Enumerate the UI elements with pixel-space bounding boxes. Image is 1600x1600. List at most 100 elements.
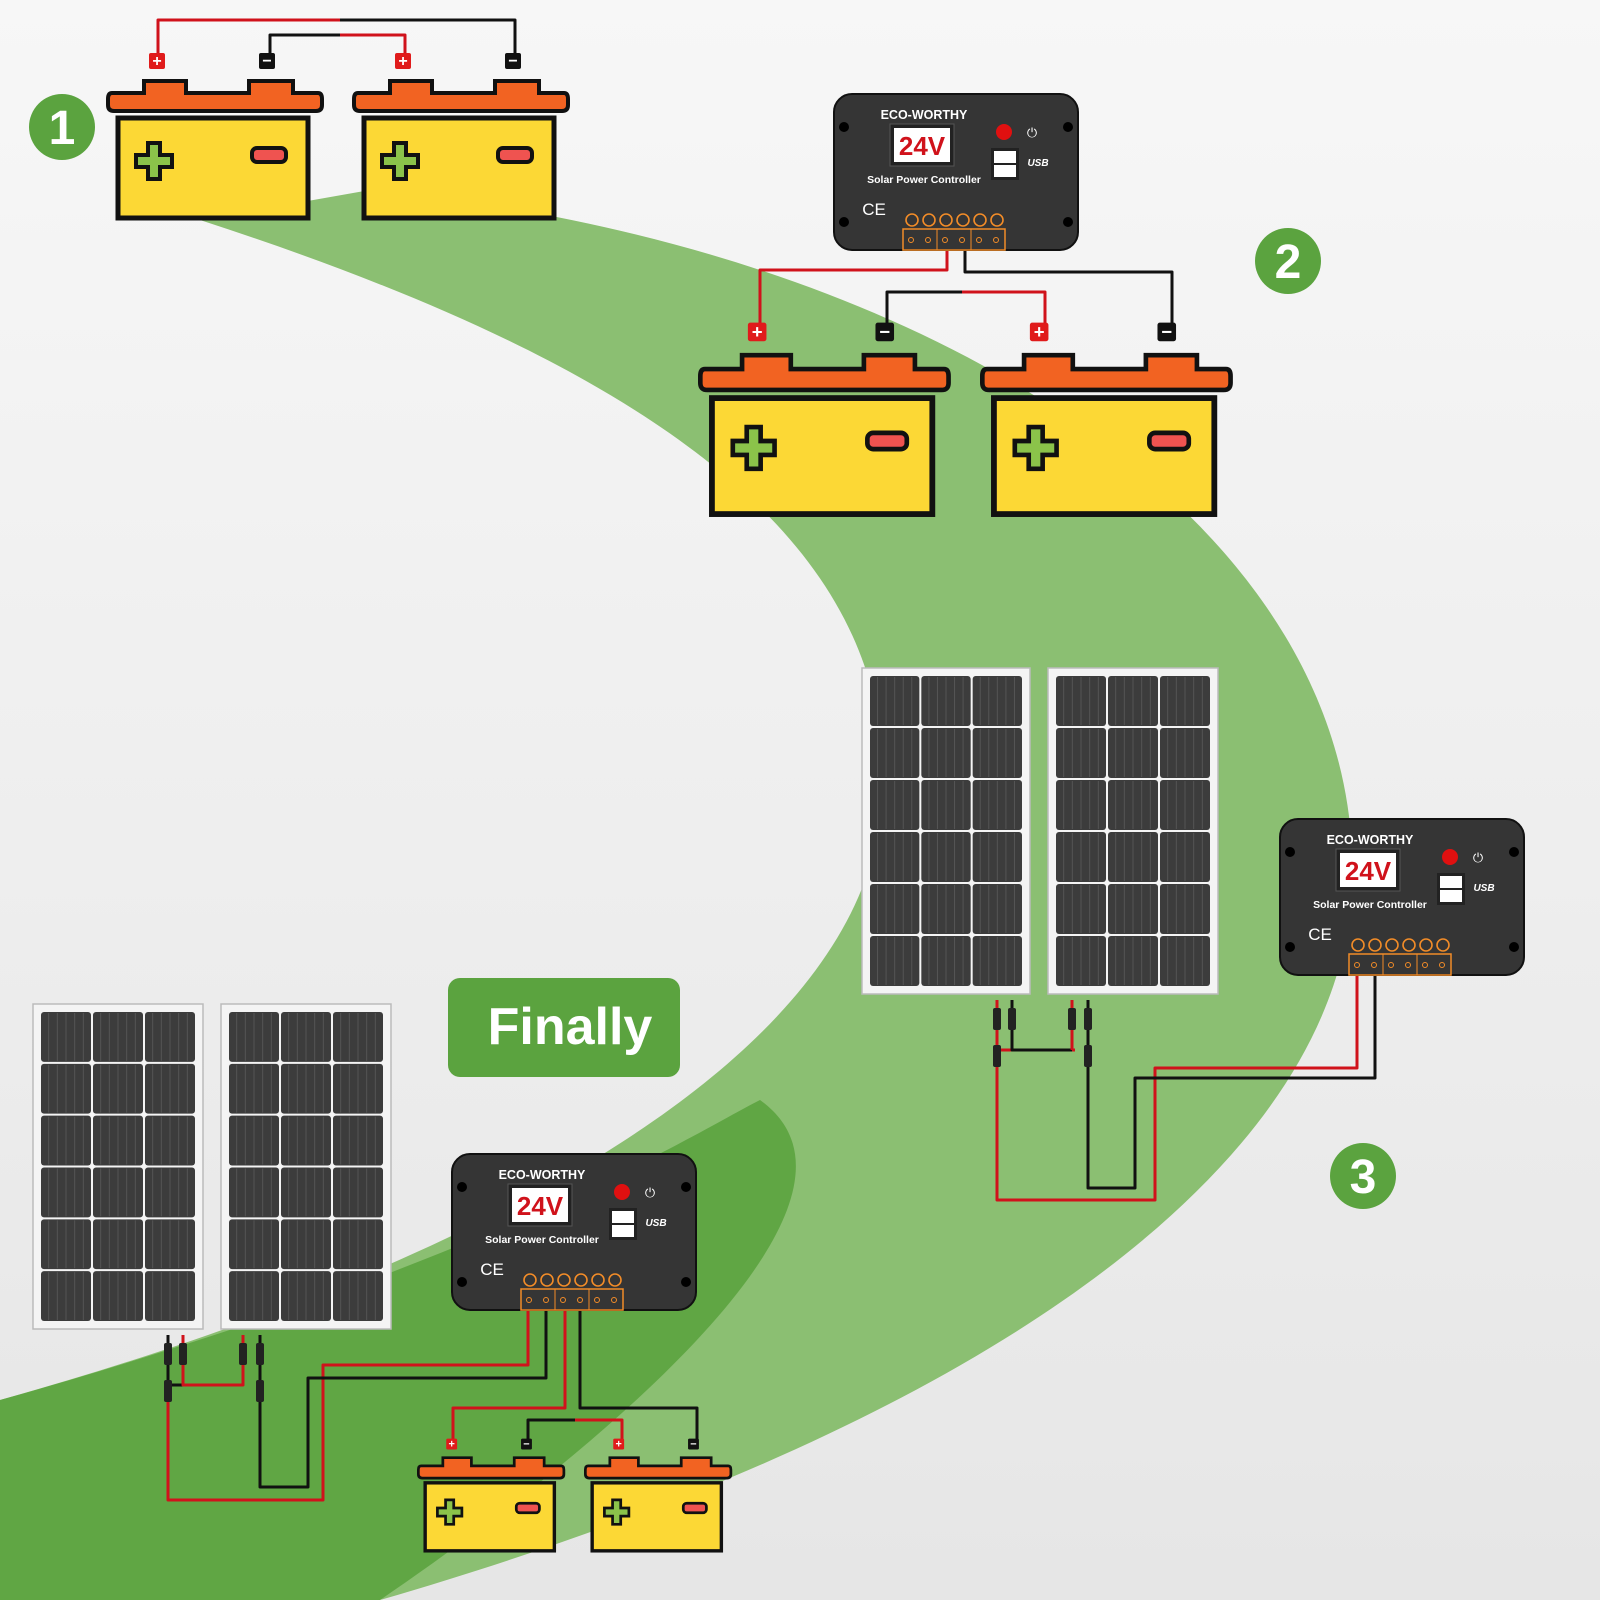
positive-terminal-icon	[905, 213, 919, 227]
badge-circle	[1330, 1143, 1396, 1209]
terminal-screw	[993, 237, 999, 243]
mount-hole	[681, 1277, 691, 1287]
power-icon: ⏻	[645, 1186, 655, 1201]
battery-lid	[584, 1456, 733, 1480]
connector-body	[993, 1008, 1001, 1030]
positive-terminal-tag: +	[446, 1438, 458, 1450]
usb-label: USB	[1027, 158, 1048, 169]
negative-terminal-tag: −	[1157, 321, 1177, 342]
positive-terminal-tag: +	[747, 321, 767, 342]
wire-negative	[578, 1308, 699, 1445]
connector-body	[256, 1380, 264, 1402]
wire-negative	[526, 1418, 575, 1445]
mc4-connector	[993, 1045, 1001, 1067]
wire-negative	[340, 18, 517, 60]
terminal-block	[520, 1288, 624, 1311]
mount-hole	[1509, 942, 1519, 952]
positive-terminal-tag: +	[613, 1438, 625, 1450]
wire-positive	[962, 290, 1047, 335]
negative-terminal-tag: −	[688, 1438, 699, 1450]
minus-icon	[865, 430, 910, 452]
terminal-screw	[1405, 962, 1411, 968]
connector-body	[164, 1343, 172, 1365]
finally-label-box: Finally	[448, 978, 680, 1077]
connector-body	[256, 1343, 264, 1365]
negative-terminal-icon	[1368, 938, 1382, 952]
badge-circle	[1255, 228, 1321, 294]
terminal-screw	[611, 1297, 617, 1303]
positive-terminal-tag: +	[395, 53, 411, 70]
wire-negative	[258, 1308, 548, 1489]
display-screen	[512, 1188, 568, 1222]
positive-tag-bg	[613, 1438, 625, 1450]
connector-body	[1084, 1045, 1092, 1067]
battery-lid	[352, 79, 570, 113]
positive-terminal-icon	[1385, 938, 1399, 952]
negative-terminal-icon	[540, 1273, 554, 1287]
negative-tag-bg	[875, 322, 895, 342]
wire-negative	[885, 290, 962, 335]
ce-mark: CE	[1308, 925, 1332, 944]
step-number: 2	[1275, 236, 1302, 289]
positive-tag-bg	[1029, 322, 1049, 342]
mc4-connector	[1068, 1008, 1076, 1030]
mount-hole	[839, 217, 849, 227]
positive-tag-bg	[395, 53, 411, 69]
positive-label: +	[616, 1438, 622, 1450]
solar-panel	[1047, 667, 1219, 995]
green-arc-band	[0, 190, 1353, 1600]
positive-terminal-icon	[1419, 938, 1433, 952]
negative-tag-bg	[1157, 322, 1177, 342]
mc4-connector	[256, 1343, 264, 1365]
positive-terminal-icon	[1351, 938, 1365, 952]
solar-panel	[32, 1003, 204, 1330]
terminal-block	[1348, 953, 1452, 976]
mount-hole	[1063, 217, 1073, 227]
mc4-connector	[1084, 1008, 1092, 1030]
battery-lid	[698, 352, 951, 393]
connector-body	[1008, 1008, 1016, 1030]
wire-positive	[156, 18, 340, 60]
status-led	[996, 124, 1012, 140]
badge-circle	[29, 94, 95, 160]
negative-terminal-icon	[956, 213, 970, 227]
battery-lid	[417, 1456, 566, 1480]
connector-body	[1084, 1008, 1092, 1030]
negative-terminal-icon	[608, 1273, 622, 1287]
display-screen	[894, 128, 950, 162]
mc4-connector	[256, 1380, 264, 1402]
mount-hole	[681, 1182, 691, 1192]
battery-body	[361, 115, 557, 221]
connector-body	[164, 1380, 172, 1402]
plus-icon	[436, 1498, 464, 1526]
positive-terminal-tag: +	[149, 53, 165, 70]
mc4-connector	[179, 1343, 187, 1365]
wire-positive	[166, 1308, 530, 1502]
negative-tag-bg	[505, 53, 521, 69]
terminal-screw	[959, 237, 965, 243]
minus-icon	[250, 146, 288, 164]
connector-body	[239, 1343, 247, 1365]
usb-port	[1440, 890, 1462, 902]
negative-terminal-icon	[574, 1273, 588, 1287]
positive-terminal-icon	[523, 1273, 537, 1287]
wire-positive	[995, 975, 1359, 1202]
negative-tag-bg	[688, 1438, 699, 1450]
finally-box-bg	[448, 978, 680, 1077]
terminal-screw	[1371, 962, 1377, 968]
voltage-display: 24V	[899, 131, 946, 161]
terminal-screw	[942, 237, 948, 243]
brand-label: ECO-WORTHY	[1327, 833, 1414, 847]
power-icon: ⏻	[1473, 851, 1483, 866]
negative-label: −	[879, 321, 890, 342]
positive-label: +	[152, 53, 161, 70]
minus-icon	[514, 1501, 541, 1515]
usb-port	[994, 151, 1016, 163]
terminal-screw	[1354, 962, 1360, 968]
terminal-screw	[908, 237, 914, 243]
plus-icon	[380, 141, 420, 181]
positive-terminal-icon	[939, 213, 953, 227]
